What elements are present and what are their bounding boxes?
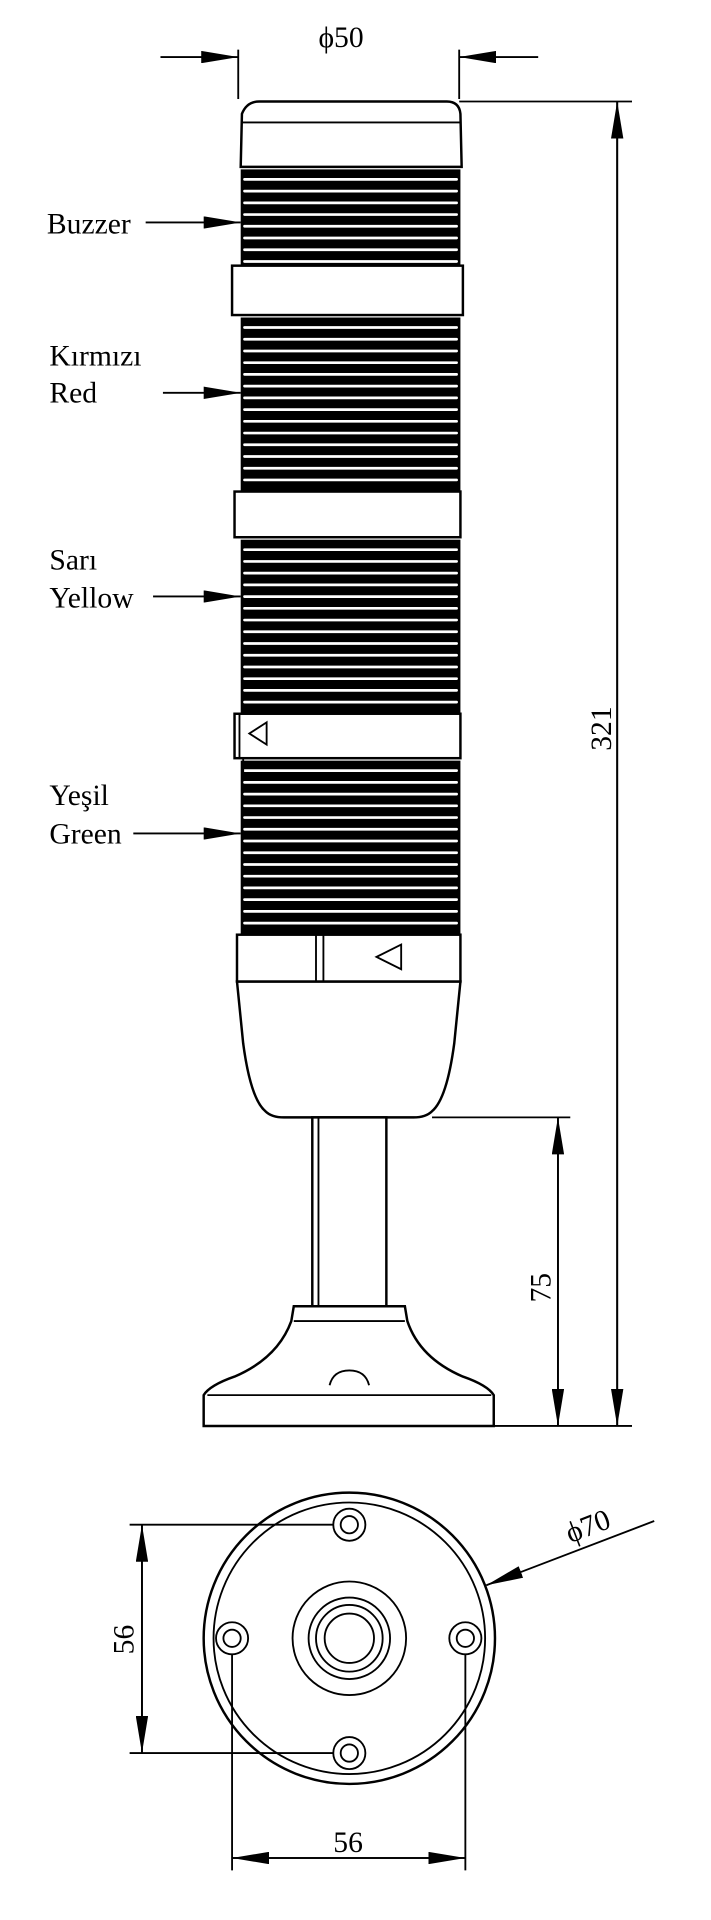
dim-base-diameter: ϕ70 (561, 1504, 615, 1550)
rib-line (243, 606, 458, 610)
dim-total-height: 321 (586, 706, 618, 750)
rib-line (243, 910, 458, 913)
rib-line (243, 863, 458, 866)
rib-line (243, 665, 458, 669)
dimension-total-height: 321 (459, 100, 632, 1427)
rib-line (243, 689, 458, 692)
bottom-view (202, 1491, 497, 1786)
center-ring (323, 1612, 375, 1664)
lock-triangle-icon (374, 943, 403, 971)
band-1 (230, 264, 465, 317)
rib-line (243, 373, 458, 376)
rib-line (243, 804, 458, 808)
rib-line (243, 236, 458, 240)
base-inner-circle (212, 1501, 487, 1775)
dimension-base-diameter: ϕ70 (486, 1504, 655, 1587)
rib-line (243, 595, 458, 598)
label-yellow-tr: Sarı (49, 544, 97, 576)
rib-line (243, 839, 458, 843)
rib-line (243, 455, 458, 458)
rib-line (243, 224, 458, 228)
rib-line (243, 248, 458, 252)
center-ring (315, 1604, 384, 1673)
center-ring (291, 1580, 408, 1696)
base-outer-circle (202, 1491, 497, 1786)
label-red-tr: Kırmızı (49, 341, 141, 373)
label-green-en: Green (49, 818, 122, 850)
rib-line (243, 337, 458, 341)
rib-line (243, 384, 458, 388)
dim-hole-spacing-horizontal: 56 (333, 1827, 363, 1859)
label-green-tr: Yeşil (49, 780, 109, 812)
rib-line (243, 189, 458, 193)
center-ring (307, 1596, 391, 1680)
dimension-top-diameter: ϕ50 (160, 22, 539, 100)
top-cap (239, 100, 463, 169)
rib-line (243, 419, 458, 423)
rib-line (243, 827, 458, 831)
foot (202, 1305, 495, 1428)
dimension-hole-spacing-horizontal: 56 (231, 1654, 467, 1871)
rib-section-2 (240, 317, 461, 492)
housing (235, 980, 462, 1119)
rib-line (243, 431, 458, 435)
rib-line (243, 653, 458, 657)
band-3 (233, 712, 462, 760)
rib-line (243, 886, 458, 890)
rib-line (243, 921, 458, 925)
rib-line (243, 326, 458, 329)
rib-sections (240, 169, 461, 935)
lock-triangle-icon (247, 720, 268, 747)
dim-pole-height: 75 (526, 1273, 558, 1303)
rib-line (243, 677, 458, 681)
rib-line (243, 178, 458, 181)
rib-line (243, 478, 458, 482)
label-yellow-en: Yellow (49, 583, 134, 615)
rib-line (243, 642, 458, 645)
rib-line (243, 898, 458, 901)
rib-line (243, 792, 458, 796)
rib-section-1 (240, 169, 461, 266)
rib-line (243, 260, 458, 263)
foot-bump (328, 1369, 370, 1386)
label-buzzer: Buzzer (47, 209, 131, 241)
rib-line (243, 618, 458, 622)
rib-line (243, 213, 458, 216)
rib-line (243, 700, 458, 704)
rib-line (243, 769, 458, 773)
rib-line (243, 781, 458, 784)
dim-hole-spacing-vertical: 56 (108, 1625, 140, 1655)
rib-section-4 (240, 760, 461, 935)
dimension-hole-spacing-vertical: 56 (108, 1523, 334, 1755)
rib-line (243, 349, 458, 353)
rib-line (243, 816, 458, 819)
rib-line (243, 466, 458, 470)
rib-section-3 (240, 539, 461, 714)
rib-line (243, 571, 458, 575)
rib-line (243, 408, 458, 411)
rib-line (243, 874, 458, 878)
base-module (235, 933, 462, 983)
rib-line (243, 201, 458, 205)
pole (311, 1116, 388, 1308)
label-red-en: Red (49, 378, 97, 410)
rib-line (243, 560, 458, 563)
dimension-pole-height: 75 (432, 1116, 571, 1426)
rib-line (243, 443, 458, 447)
dim-top-diameter: ϕ50 (318, 22, 363, 54)
rib-line (243, 583, 458, 587)
rib-line (243, 361, 458, 365)
rib-line (243, 548, 458, 552)
rib-line (243, 396, 458, 400)
rib-line (243, 630, 458, 634)
rib-line (243, 851, 458, 855)
band-2 (233, 490, 462, 539)
